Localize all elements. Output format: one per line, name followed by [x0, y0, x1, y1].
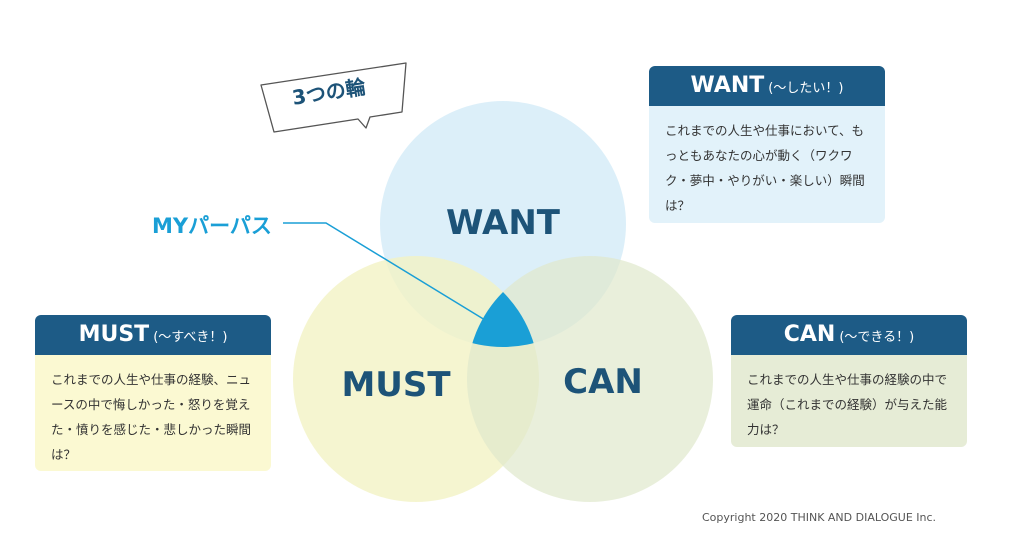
must-circle — [293, 256, 539, 502]
can-card-title: CAN — [783, 322, 836, 347]
want-card-body: これまでの人生や仕事において、もっともあなたの心が動く（ワクワク・夢中・やりがい… — [649, 106, 885, 223]
want-card-header: WANT (〜したい！) — [649, 66, 885, 106]
can-card-body: これまでの人生や仕事の経験の中で運命（これまでの経験）が与えた能力は？ — [731, 355, 967, 447]
three-rings-badge: 3つの輪 — [258, 60, 408, 133]
can-card-subtitle: (〜できる！) — [839, 330, 915, 345]
can-circle — [467, 256, 713, 502]
copyright-text: Copyright 2020 THINK AND DIALOGUE Inc. — [702, 511, 937, 524]
must-card-header: MUST (〜すべき！) — [35, 315, 271, 355]
can-circle-label: CAN — [563, 362, 643, 402]
my-purpose-label: MYパーパス — [152, 214, 272, 238]
want-card-title: WANT — [690, 73, 765, 98]
must-card-subtitle: (〜すべき！) — [153, 330, 228, 345]
must-card: MUST (〜すべき！) これまでの人生や仕事の経験、ニュースの中で悔しかった・… — [35, 315, 271, 471]
want-card-subtitle: (〜したい！) — [768, 81, 844, 96]
callout-line — [283, 222, 486, 321]
can-card: CAN (〜できる！) これまでの人生や仕事の経験の中で運命（これまでの経験）が… — [731, 315, 967, 447]
want-card: WANT (〜したい！) これまでの人生や仕事において、もっともあなたの心が動く… — [649, 66, 885, 223]
must-card-body: これまでの人生や仕事の経験、ニュースの中で悔しかった・怒りを覚えた・憤りを感じた… — [35, 355, 271, 471]
must-circle-label: MUST — [341, 365, 451, 405]
want-circle-label: WANT — [446, 203, 561, 243]
must-card-title: MUST — [78, 322, 150, 347]
can-card-header: CAN (〜できる！) — [731, 315, 967, 355]
speech-bubble-icon — [260, 62, 407, 133]
